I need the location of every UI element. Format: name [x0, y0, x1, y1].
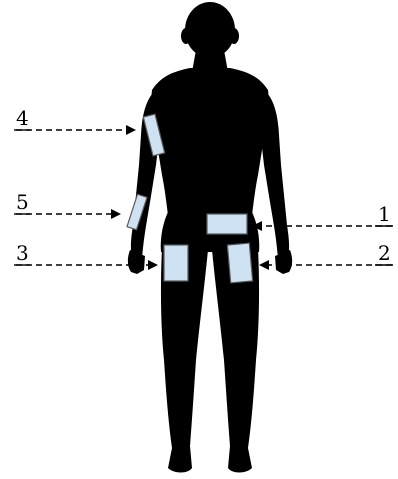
arrow-3-icon	[148, 260, 158, 270]
head	[185, 2, 235, 58]
arrow-4-icon	[126, 125, 136, 135]
label-5: 5	[16, 190, 29, 214]
arm-left	[260, 92, 289, 258]
label-3: 3	[16, 241, 29, 265]
human-silhouette	[128, 2, 292, 473]
patch-2-thigh-left	[227, 243, 252, 283]
ear-right	[229, 28, 239, 44]
patch-3-thigh-right	[164, 245, 188, 281]
arrow-5-icon	[111, 209, 121, 219]
patch-1-abdomen	[207, 214, 247, 234]
label-4: 4	[16, 106, 29, 130]
ear-left	[181, 28, 191, 44]
label-2: 2	[378, 241, 391, 265]
torso	[150, 68, 270, 215]
arrow-2-icon	[259, 260, 269, 270]
label-1: 1	[378, 202, 391, 226]
leg-right	[161, 248, 208, 473]
